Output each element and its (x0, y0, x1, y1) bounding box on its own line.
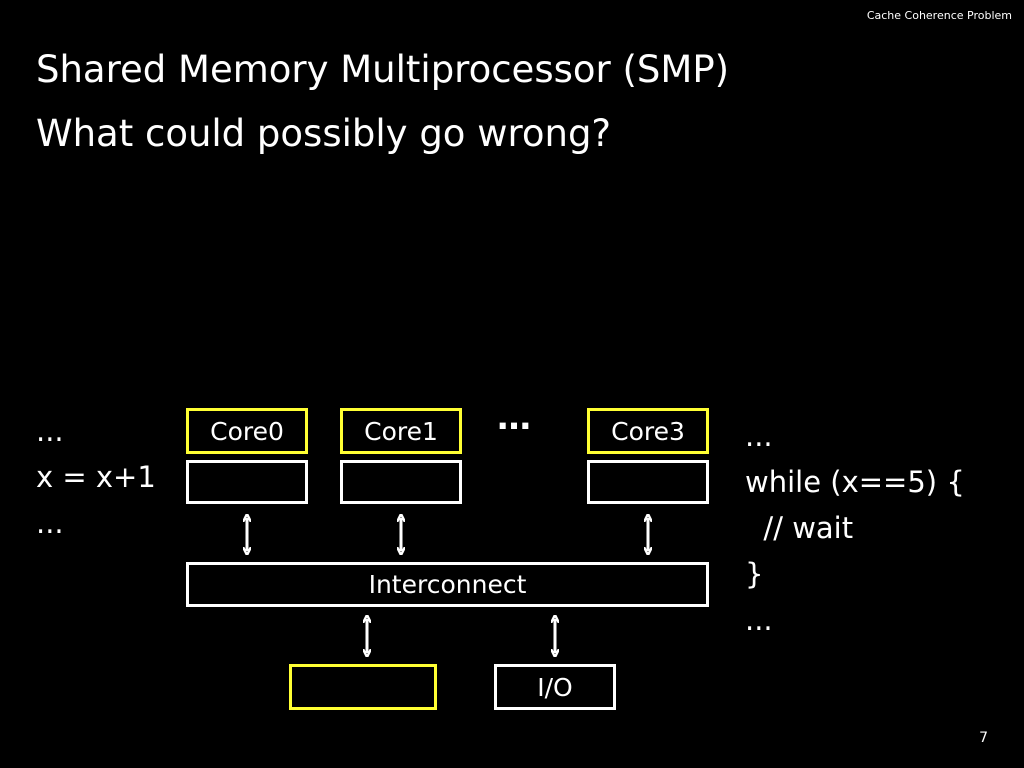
cache0-box (186, 460, 308, 504)
page-number: 7 (979, 730, 988, 746)
cache1-box (340, 460, 462, 504)
core1-box: Core1 (340, 408, 462, 454)
core3-box: Core3 (587, 408, 709, 454)
interconnect-box: Interconnect (186, 562, 709, 607)
slide-title: Shared Memory Multiprocessor (SMP) (36, 48, 730, 91)
header-tag: Cache Coherence Problem (866, 9, 1012, 22)
cores-ellipsis: … (497, 398, 533, 438)
code-left: ... x = x+1 ... (36, 414, 156, 540)
io-box: I/O (494, 664, 616, 710)
memory-box (289, 664, 437, 710)
slide-subtitle: What could possibly go wrong? (36, 112, 612, 155)
code-right: ... while (x==5) { // wait } ... (745, 419, 965, 637)
cache3-box (587, 460, 709, 504)
core0-box: Core0 (186, 408, 308, 454)
